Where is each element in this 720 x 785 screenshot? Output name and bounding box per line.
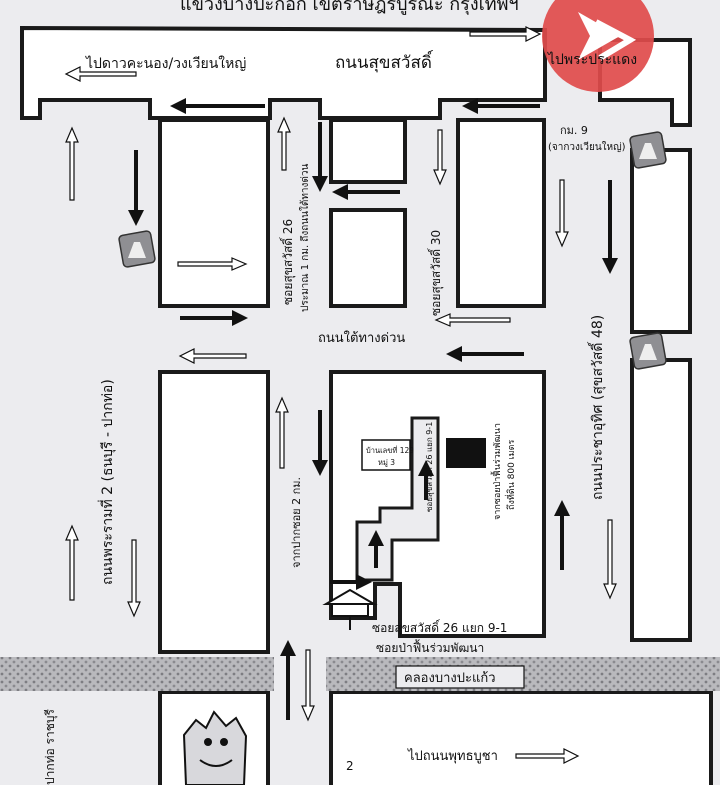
temple-gate-icon	[322, 588, 378, 630]
traffic-arrows	[64, 26, 618, 764]
block-upper-right	[456, 118, 546, 308]
arrow-west	[446, 346, 524, 362]
block-bottom-right	[329, 690, 713, 785]
block-upper-mid-b	[329, 208, 407, 308]
arrow-south-outline	[603, 519, 617, 600]
land-plot-marker-icon	[446, 438, 486, 468]
arrow-south	[602, 180, 618, 274]
km9-sublabel: (จากวงเวียนใหญ่)	[548, 141, 626, 153]
direction-phra-pradaeng: ไปพระประแดง	[547, 51, 637, 68]
block-right-a	[630, 148, 692, 334]
road-label-soi26: ซอยสุขสวัสดิ์ 26	[279, 219, 296, 305]
road-label-prachauthit: ถนนประชาอุทิศ (สุขสวัสดิ์ 48)	[587, 315, 606, 500]
watermark-logo-icon	[542, 0, 654, 92]
arrow-south-outline	[555, 179, 569, 248]
arrow-south-outline	[301, 649, 315, 722]
arrow-west	[462, 98, 540, 114]
canal-band	[0, 657, 720, 691]
road-label-soi26-9-1: ซอยสุขสวัสดิ์ 26 แยก 9-1	[372, 619, 507, 636]
dragon-statue-icon	[182, 710, 248, 785]
road-label-pafuen: ซอยป่าฟื้นร่วมพัฒนา	[376, 639, 484, 655]
canal-label: คลองบางปะแก้ว	[404, 671, 496, 686]
block-lower-left	[158, 370, 270, 654]
arrow-north	[554, 500, 570, 570]
arrow-north	[368, 530, 384, 568]
km9-label: กม. 9	[560, 124, 588, 137]
soi26-9-1-vertical: ซอยสุขสวัสดิ์ 26 แยก 9-1	[423, 422, 434, 512]
arrow-north-outline	[65, 126, 79, 201]
house-number-box	[361, 439, 411, 471]
block-top-strip	[20, 25, 547, 120]
from-pafuen-line1: จากซอยป่าฟื้นร่วมพัฒนา	[490, 423, 503, 520]
block-upper-left	[158, 118, 270, 308]
arrow-north-outline	[277, 116, 291, 171]
block-right-b	[630, 358, 692, 642]
arrow-south-outline	[433, 129, 447, 186]
direction-ratchaburi: ปากท่อ ราชบุรี	[43, 709, 58, 785]
expressway-sign-icon	[629, 332, 667, 370]
house-number-line1: บ้านเลขที่ 129	[366, 445, 414, 455]
road-label-soi30: ซอยสุขสวัสดิ์ 30	[427, 230, 444, 316]
road-label-under-expressway: ถนนใต้ทางด่วน	[318, 330, 405, 346]
map-header-text: แขวงบางปะกอก เขตราษฎร์บูรณะ กรุงเทพฯ	[180, 0, 519, 15]
arrow-east-outline	[469, 26, 542, 42]
arrow-east-outline	[177, 257, 248, 271]
arrow-east	[330, 574, 372, 590]
arrow-south	[312, 122, 328, 192]
arrow-south	[312, 410, 328, 476]
arrow-west-outline	[434, 313, 511, 327]
arrow-west	[332, 184, 400, 200]
expressway-sign-icon	[629, 131, 667, 169]
road-label-rama2: ถนนพระรามที่ 2 (ธนบุรี - ปากท่อ)	[98, 379, 116, 585]
arrow-west	[170, 98, 265, 114]
soi26-note: ประมาณ 1 กม. ถึงถนนใต้ทางด่วน	[299, 163, 311, 312]
bridge	[274, 650, 326, 698]
arrow-north-outline	[65, 524, 79, 601]
block-upper-mid-a	[329, 118, 407, 184]
arrow-south-outline	[127, 539, 141, 618]
arrow-west-outline	[64, 66, 137, 82]
canal-label-box	[395, 665, 525, 689]
arrow-east-outline	[515, 748, 580, 764]
small-road-label: 2	[346, 759, 354, 773]
arrow-east	[180, 310, 248, 326]
arrow-north-outline	[275, 396, 289, 469]
road-label-suksawat: ถนนสุขสวัสดิ์	[335, 50, 434, 73]
expressway-sign-icon	[118, 230, 156, 268]
direction-dao-khanong: ไปดาวคะนอง/วงเวียนใหญ่	[85, 55, 246, 72]
arrow-west-outline	[178, 348, 247, 364]
house-number-line2: หมู่ 3	[378, 458, 395, 467]
direction-phutthabucha: ไปถนนพุทธบูชา	[407, 748, 498, 764]
soi-entrance-note: จากปากซอย 2 กม.	[290, 477, 303, 568]
arrow-north	[418, 460, 434, 500]
arrow-south	[128, 150, 144, 226]
arrow-north	[280, 640, 296, 720]
from-pafuen-line2: ถึงที่ดิน 800 เมตร	[504, 439, 517, 510]
